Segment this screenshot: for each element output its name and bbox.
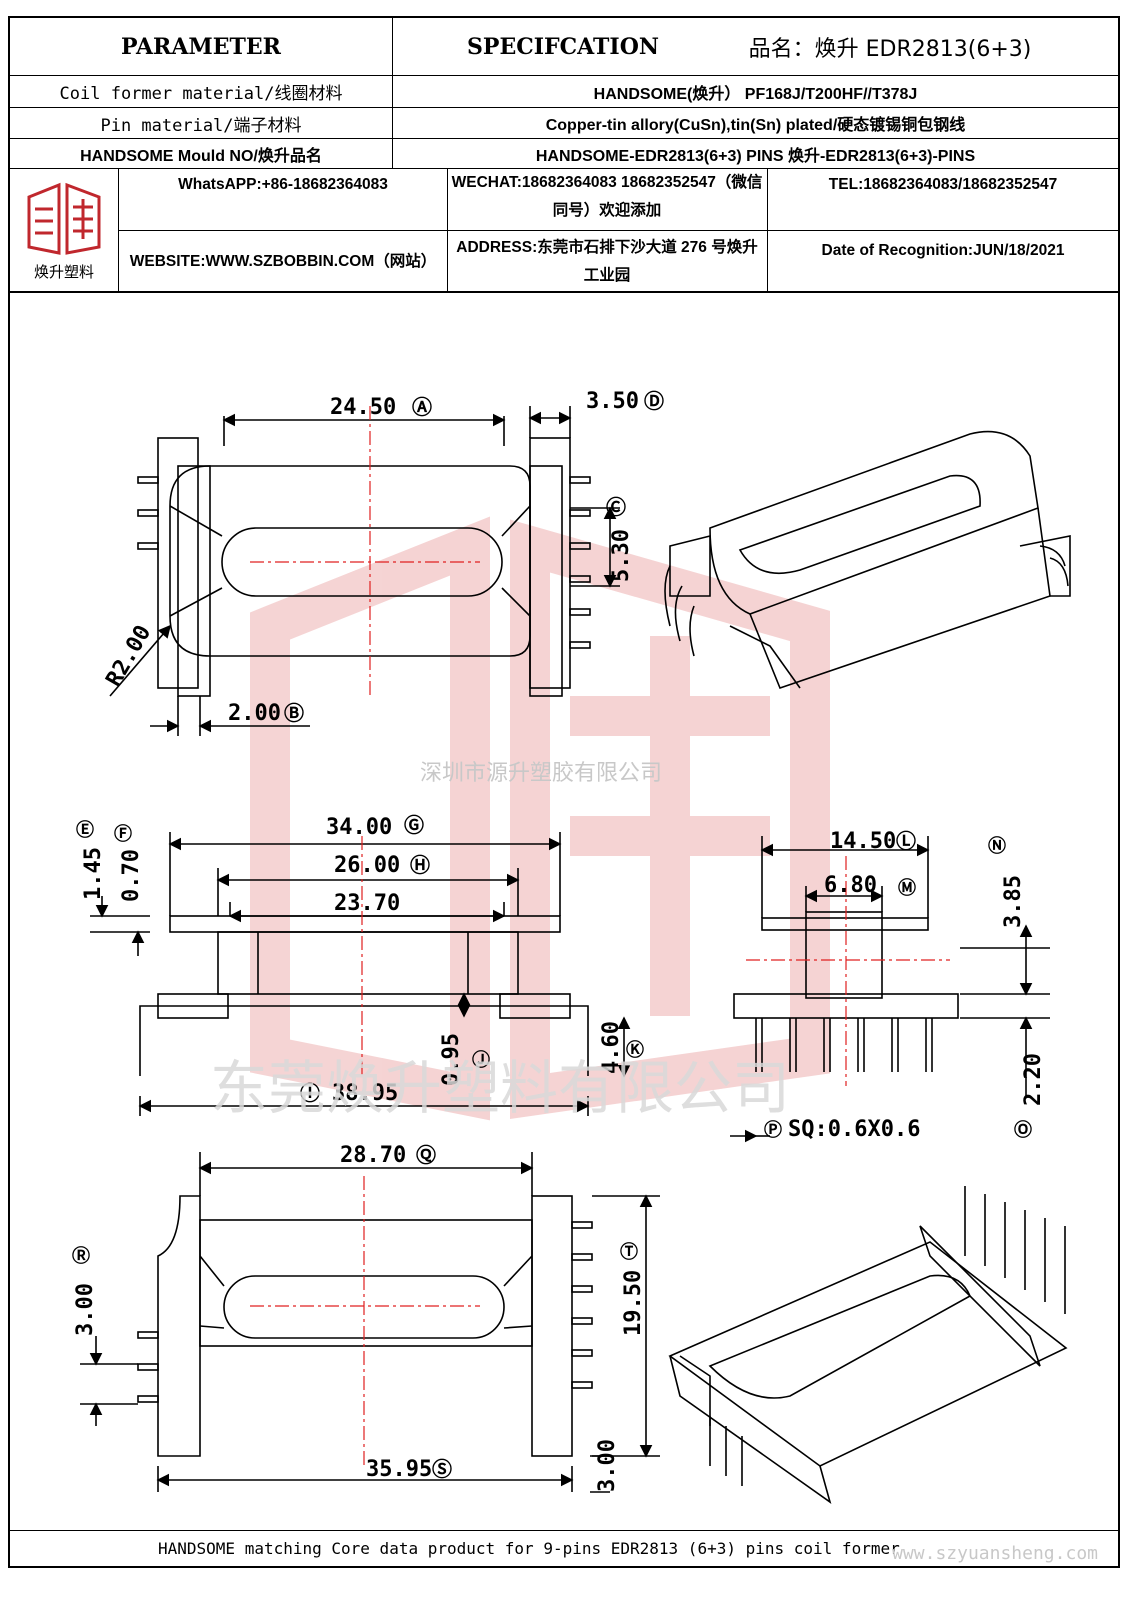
dim-E-marker: Ⓔ (76, 819, 94, 841)
address: ADDRESS:东莞市石排下沙大道 276 号焕升工业园 (456, 239, 758, 284)
dim-C-marker: Ⓒ (606, 495, 626, 519)
whatsapp: WhatsAPP:+86-18682364083 (178, 176, 388, 193)
dim-L-value: 14.50 (830, 829, 896, 854)
dim-H-marker: Ⓗ (410, 853, 430, 877)
dim-O-marker: Ⓞ (1014, 1119, 1032, 1141)
spec-sheet: PARAMETER SPECIFCATION 品名：焕升 EDR2813(6+3… (8, 16, 1120, 1568)
dim-F-marker: Ⓕ (114, 823, 132, 845)
dim-S-marker: Ⓢ (432, 1457, 452, 1481)
dim-H-value: 26.00 (334, 853, 400, 878)
param-value: HANDSOME-EDR2813(6+3) PINS 焕升-EDR2813(6+… (535, 147, 976, 165)
pin-row-bottom-right (571, 1221, 593, 1389)
param-label: Coil former material/线圈材料 (59, 84, 343, 104)
dim-L-marker: Ⓛ (896, 829, 916, 853)
watermark-url: www.szyuansheng.com (892, 1543, 1098, 1564)
param-label: HANDSOME Mould NO/焕升品名 (80, 147, 322, 165)
dim-D-value: 3.50 (586, 389, 639, 414)
dim-J-marker: Ⓙ (472, 1049, 490, 1071)
param-row-pin: Pin material/端子材料 Copper-tin allory(CuSn… (10, 108, 1118, 139)
date-of-recognition: Date of Recognition:JUN/18/2021 (821, 242, 1065, 259)
dim-M-marker: Ⓜ (898, 877, 916, 899)
dim-F-value: 0.70 (119, 849, 144, 902)
watermark-small: 深圳市源升塑胶有限公司 (420, 761, 662, 786)
watermark-large: 东莞焕升塑料有限公司 (210, 1054, 790, 1122)
dim-R3-marker: Ⓡ (72, 1245, 90, 1267)
iso-view-bottom (668, 1186, 1068, 1504)
wechat: WECHAT:18682364083 18682352547（微信同号）欢迎添加 (451, 174, 763, 219)
dim-E-value: 1.45 (81, 847, 106, 900)
dim-P-marker: Ⓟ (764, 1119, 782, 1141)
specification-label: SPECIFCATION (467, 33, 659, 60)
param-label: Pin material/端子材料 (100, 115, 302, 136)
param-value: Copper-tin allory(CuSn),tin(Sn) plated/硬… (545, 117, 966, 134)
side-view (90, 832, 631, 1116)
technical-drawing: 24.50 Ⓐ 3.50 Ⓓ Ⓒ 5.30 2.00 Ⓑ R2.00 深圳市源升… (72, 389, 1071, 1504)
footer-text: HANDSOME matching Core data product for … (158, 1539, 900, 1558)
top-view (109, 406, 620, 736)
logo-text: 焕升塑料 (33, 262, 94, 281)
pin-row-top-left (137, 476, 159, 550)
dim-I-marker: Ⓘ (300, 1081, 320, 1105)
company-block: 焕升塑料 WhatsAPP:+86-18682364083 WECHAT:186… (10, 169, 1118, 293)
dim-R3-value: 3.00 (73, 1283, 98, 1336)
dim-T-value: 19.50 (621, 1270, 646, 1336)
dim-J-value: 0.95 (439, 1033, 464, 1086)
product-name: 品名：焕升 EDR2813(6+3) (748, 36, 1032, 62)
logo: 焕升塑料 (10, 169, 118, 291)
dim-P-value: SQ:0.6X0.6 (788, 1117, 920, 1142)
bottom-view (80, 1152, 660, 1493)
dim-N-marker: Ⓝ (988, 835, 1006, 857)
dim-O-value: 2.20 (1021, 1053, 1046, 1106)
dim-G-value: 34.00 (326, 815, 392, 840)
dim-S-value: 35.95 (366, 1457, 432, 1482)
pin-row-top-right (569, 476, 591, 649)
dim-A-value: 24.50 (330, 395, 396, 420)
dim-Q-value: 28.70 (340, 1143, 406, 1168)
dim-H2-value: 23.70 (334, 891, 400, 916)
dim-A-marker: Ⓐ (412, 395, 432, 419)
iso-view-top (664, 430, 1071, 690)
tel: TEL:18682364083/18682352547 (828, 176, 1058, 193)
company-logo-icon (27, 182, 101, 255)
param-value: HANDSOME(焕升） PF168J/T200HF//T378J (593, 85, 918, 103)
parameter-label: PARAMETER (121, 33, 281, 60)
footer: HANDSOME matching Core data product for … (10, 1530, 1118, 1566)
pin-row-bottom-left (137, 1331, 159, 1403)
dim-I-value: 38.95 (332, 1081, 398, 1106)
dim-R-value: R2.00 (102, 621, 157, 691)
param-row-mould: HANDSOME Mould NO/焕升品名 HANDSOME-EDR2813(… (10, 139, 1118, 169)
param-row-coil: Coil former material/线圈材料 HANDSOME(焕升） P… (10, 76, 1118, 108)
dim-B-value: 2.00 (228, 701, 281, 726)
dim-Q-marker: Ⓠ (416, 1143, 436, 1167)
dim-M-value: 6.80 (824, 873, 877, 898)
dim-C-value: 5.30 (609, 529, 634, 582)
dim-K-value: 4.60 (599, 1021, 624, 1074)
dim-N-value: 3.85 (1001, 875, 1026, 928)
header-row: PARAMETER SPECIFCATION 品名：焕升 EDR2813(6+3… (10, 18, 1118, 76)
dim-K-marker: Ⓚ (626, 1039, 644, 1061)
dim-D-marker: Ⓓ (644, 389, 664, 413)
website: WEBSITE:WWW.SZBOBBIN.COM（网站） (129, 253, 437, 270)
dim-G-marker: Ⓖ (404, 813, 424, 837)
dim-T3-value: 3.00 (595, 1439, 620, 1492)
dim-T-marker: Ⓣ (620, 1241, 638, 1263)
dim-B-marker: Ⓑ (284, 701, 304, 725)
